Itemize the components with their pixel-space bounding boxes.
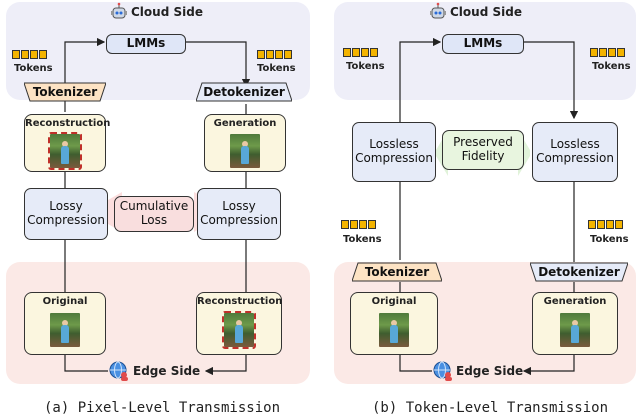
panel-b-tokenizer-label: Tokenizer [364,265,430,279]
panel-a-cloud-label: Cloud Side [131,5,203,19]
panel-a-lmm-box: LMMs [106,34,186,54]
panel-b-lmm-box: LMMs [442,34,524,54]
panel-b-edge-label: Edge Side [456,364,524,378]
panel-a-token-squares-left [12,50,47,59]
original-image [50,313,80,347]
panel-b-detokenizer: Detokenizer [530,262,628,282]
panel-b-token-squares-mid-right [588,220,623,229]
reconstructed-image-bottom [222,311,256,349]
panel-b-tokens-top-right: Tokens [592,61,631,72]
panel-b-lossless-left: Lossless Compression [352,122,436,182]
globe-user-icon [109,361,128,381]
panel-b-preserved-fidelity: Preserved Fidelity [442,130,524,170]
panel-b-generation-card: Generation [532,292,618,355]
generated-image [230,134,260,168]
panel-a-reconstruction-bottom-card: Reconstruction [196,292,282,355]
panel-b-token-squares-top-left [343,48,378,57]
panel-a-tokens-right: Tokens [257,63,296,74]
panel-b-token-squares-top-right [590,48,625,57]
panel-a-detokenizer: Detokenizer [196,82,292,102]
panel-b-tokens-mid-left: Tokens [343,234,382,245]
panel-b-lossless-right: Lossless Compression [532,122,618,182]
panel-b-original-card: Original [350,292,438,355]
panel-b-generation-label: Generation [543,296,607,307]
panel-a-cumulative-loss: Cumulative Loss [114,196,194,232]
panel-a-tokenizer-label: Tokenizer [32,85,98,99]
panel-a-generation-top-card: Generation [204,114,286,172]
original-image [379,313,409,347]
panel-a-lossy-left: Lossy Compression [24,188,108,240]
panel-b-token-squares-mid-left [341,220,376,229]
panel-a-reconstruction-top-label: Reconstruction [25,118,111,129]
panel-a-reconstruction-top-card: Reconstruction [24,114,111,172]
panel-b-detokenizer-label: Detokenizer [538,265,620,279]
panel-a-detokenizer-label: Detokenizer [203,85,285,99]
panel-b-caption: (b) Token-Level Transmission [372,400,609,416]
panel-a-lossy-right: Lossy Compression [197,188,281,240]
panel-a-edge-label: Edge Side [133,364,201,378]
panel-a-tokens-left: Tokens [14,63,53,74]
panel-b-tokenizer: Tokenizer [352,262,442,282]
panel-a-original-label: Original [42,296,88,307]
panel-a-tokenizer: Tokenizer [24,82,106,102]
panel-a-generation-top-label: Generation [213,118,277,129]
panel-a-token-squares-right [257,50,292,59]
panel-b-original-label: Original [371,296,417,307]
panel-a-original-card: Original [24,292,106,355]
panel-b-tokens-mid-right: Tokens [590,234,629,245]
panel-a-reconstruction-bottom-label: Reconstruction [197,296,283,307]
globe-user-icon [433,361,452,381]
panel-b-cloud-label: Cloud Side [450,5,522,19]
panel-a-caption: (a) Pixel-Level Transmission [44,400,281,416]
robot-icon [111,2,127,19]
generated-image [560,313,590,347]
robot-icon [430,2,446,19]
panel-b-tokens-top-left: Tokens [346,61,385,72]
reconstructed-image [48,132,82,170]
